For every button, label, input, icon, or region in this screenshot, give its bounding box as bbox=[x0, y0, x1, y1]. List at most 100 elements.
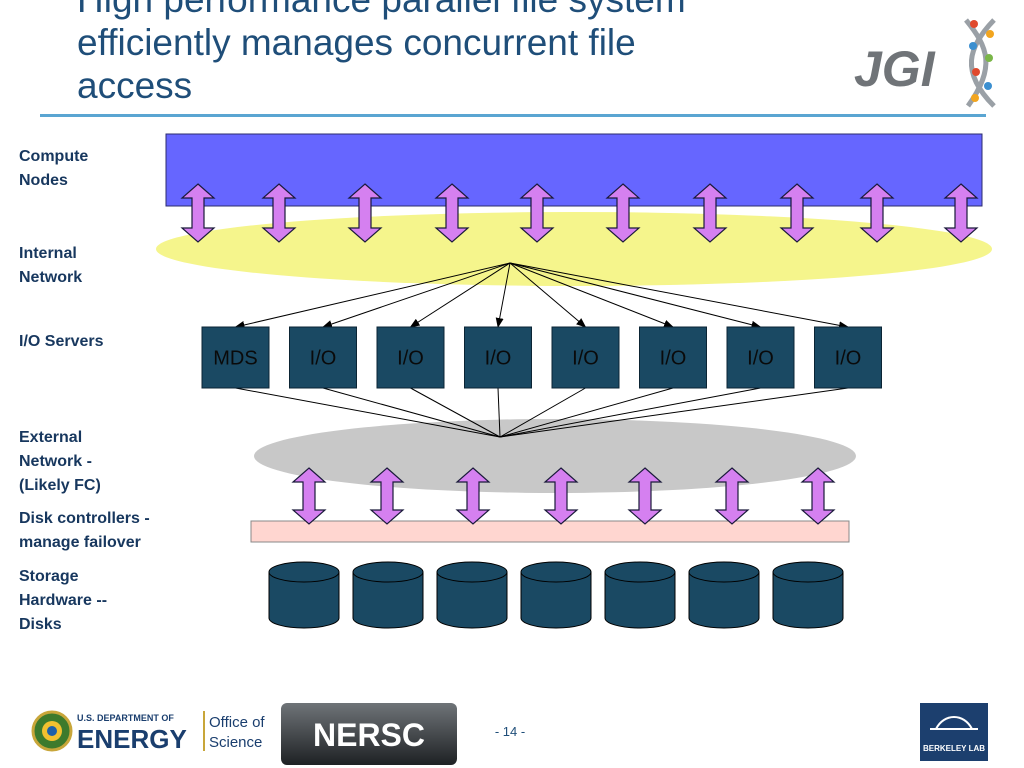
label-disk-line-1: Disk controllers - bbox=[19, 510, 150, 527]
label-internal-network: Internal Network bbox=[19, 242, 82, 290]
io-server: I/O bbox=[814, 326, 882, 389]
compute-network-arrow-3 bbox=[434, 183, 470, 243]
server-box bbox=[639, 326, 707, 389]
hub-to-server-arrow-0 bbox=[234, 262, 511, 329]
server-to-external-line-3 bbox=[497, 387, 501, 438]
science-text: Science bbox=[209, 734, 262, 751]
label-storage-line-3: Disks bbox=[19, 616, 62, 633]
title-line-2: efficiently manages concurrent file bbox=[77, 22, 636, 63]
disk-top bbox=[688, 561, 760, 583]
disk-cylinder bbox=[604, 561, 676, 629]
label-external-network: External Network - (Likely FC) bbox=[19, 426, 101, 498]
label-compute-nodes: Compute Nodes bbox=[19, 145, 88, 193]
disk-body bbox=[352, 572, 424, 629]
disk-top bbox=[352, 561, 424, 583]
disk-cylinder bbox=[520, 561, 592, 629]
server-box bbox=[289, 326, 357, 389]
nersc-logo: NERSC bbox=[281, 703, 457, 765]
server-label: I/O bbox=[835, 348, 862, 370]
server-box bbox=[201, 326, 270, 389]
controller-arrow-5 bbox=[714, 467, 750, 525]
disk-top bbox=[772, 561, 844, 583]
server-label: I/O bbox=[485, 348, 512, 370]
disk-body bbox=[688, 572, 760, 629]
jgi-logo-text: JGI bbox=[854, 41, 936, 97]
disk-body bbox=[604, 572, 676, 629]
compute-network-arrow-6 bbox=[692, 183, 728, 243]
server-to-external-line-1 bbox=[322, 387, 501, 438]
mds-server: MDS bbox=[201, 326, 270, 389]
controller-arrow-0 bbox=[291, 467, 327, 525]
label-compute-line-2: Nodes bbox=[19, 172, 68, 189]
io-server: I/O bbox=[289, 326, 357, 389]
server-box bbox=[376, 326, 445, 389]
disk-body bbox=[268, 572, 340, 629]
controller-arrow-3 bbox=[543, 467, 579, 525]
hub-to-server-arrow-2 bbox=[409, 262, 511, 328]
compute-network-arrow-5 bbox=[605, 183, 641, 243]
disk-top bbox=[520, 561, 592, 583]
office-of-text: Office of bbox=[209, 714, 265, 731]
label-internal-line-1: Internal bbox=[19, 245, 77, 262]
disk-body bbox=[436, 572, 508, 629]
server-to-external-line-6 bbox=[499, 387, 761, 438]
compute-network-arrow-9 bbox=[943, 183, 979, 243]
disk-body bbox=[520, 572, 592, 629]
server-to-external-line-0 bbox=[235, 387, 501, 438]
controller-arrow-4 bbox=[627, 467, 663, 525]
doe-small-text: U.S. DEPARTMENT OF bbox=[77, 713, 174, 723]
label-external-line-2: Network - bbox=[19, 453, 92, 470]
server-to-external-line-4 bbox=[499, 387, 586, 438]
server-box bbox=[464, 326, 532, 389]
page-number: - 14 - bbox=[494, 724, 526, 739]
hub-to-server-arrow-7 bbox=[509, 262, 849, 330]
berkeley-text: BERKELEY LAB bbox=[923, 744, 985, 753]
disk-controllers-bar bbox=[250, 520, 850, 543]
external-network-ellipse bbox=[254, 419, 856, 493]
compute-network-arrow-1 bbox=[261, 183, 297, 243]
disk-cylinder bbox=[772, 561, 844, 629]
label-compute-line-1: Compute bbox=[19, 148, 89, 165]
hub-to-server-arrow-3 bbox=[495, 262, 511, 328]
label-storage-hardware: Storage Hardware -- Disks bbox=[19, 565, 107, 637]
nersc-text: NERSC bbox=[313, 717, 425, 753]
hub-to-server-arrow-6 bbox=[509, 262, 762, 329]
label-storage-line-1: Storage bbox=[19, 568, 79, 585]
disk-cylinder bbox=[688, 561, 760, 629]
io-server: I/O bbox=[639, 326, 707, 389]
label-io-servers: I/O Servers bbox=[19, 330, 104, 354]
compute-network-arrow-8 bbox=[859, 183, 895, 243]
io-server: I/O bbox=[376, 326, 445, 389]
server-box bbox=[726, 326, 795, 389]
label-external-line-1: External bbox=[19, 429, 83, 446]
disk-top bbox=[604, 561, 676, 583]
doe-energy-text: ENERGY bbox=[77, 724, 187, 754]
hub-to-server-arrow-4 bbox=[509, 262, 587, 328]
hub-to-server-arrow-5 bbox=[509, 262, 674, 328]
hub-to-server-arrow-1 bbox=[322, 262, 511, 328]
disk-body bbox=[772, 572, 844, 629]
disk-cylinder bbox=[352, 561, 424, 629]
label-external-line-3: (Likely FC) bbox=[19, 477, 101, 494]
title-line-3: access bbox=[77, 65, 193, 106]
doe-office-of-science-logo: U.S. DEPARTMENT OF ENERGY Office of Scie… bbox=[31, 710, 265, 754]
io-server: I/O bbox=[726, 326, 795, 389]
io-server: I/O bbox=[464, 326, 532, 389]
server-box bbox=[814, 326, 882, 389]
label-disk-controllers: Disk controllers - manage failover bbox=[19, 507, 150, 555]
controller-arrow-6 bbox=[800, 467, 836, 525]
server-label: I/O bbox=[660, 348, 687, 370]
controller-arrow-1 bbox=[369, 467, 405, 525]
label-storage-line-2: Hardware -- bbox=[19, 592, 108, 609]
disk-top bbox=[268, 561, 340, 583]
compute-network-arrow-2 bbox=[347, 183, 383, 243]
label-disk-line-2: manage failover bbox=[19, 534, 141, 551]
title-line-1: High performance parallel file system bbox=[77, 0, 777, 21]
berkeley-lab-logo: BERKELEY LAB bbox=[920, 703, 988, 761]
compute-nodes-bar bbox=[165, 133, 983, 207]
server-to-external-line-2 bbox=[410, 387, 501, 438]
controller-arrow-2 bbox=[455, 467, 491, 525]
server-label: I/O bbox=[572, 348, 599, 370]
jgi-logo: JGI bbox=[854, 18, 996, 108]
slide-title: High performance parallel file system ef… bbox=[77, 0, 777, 107]
